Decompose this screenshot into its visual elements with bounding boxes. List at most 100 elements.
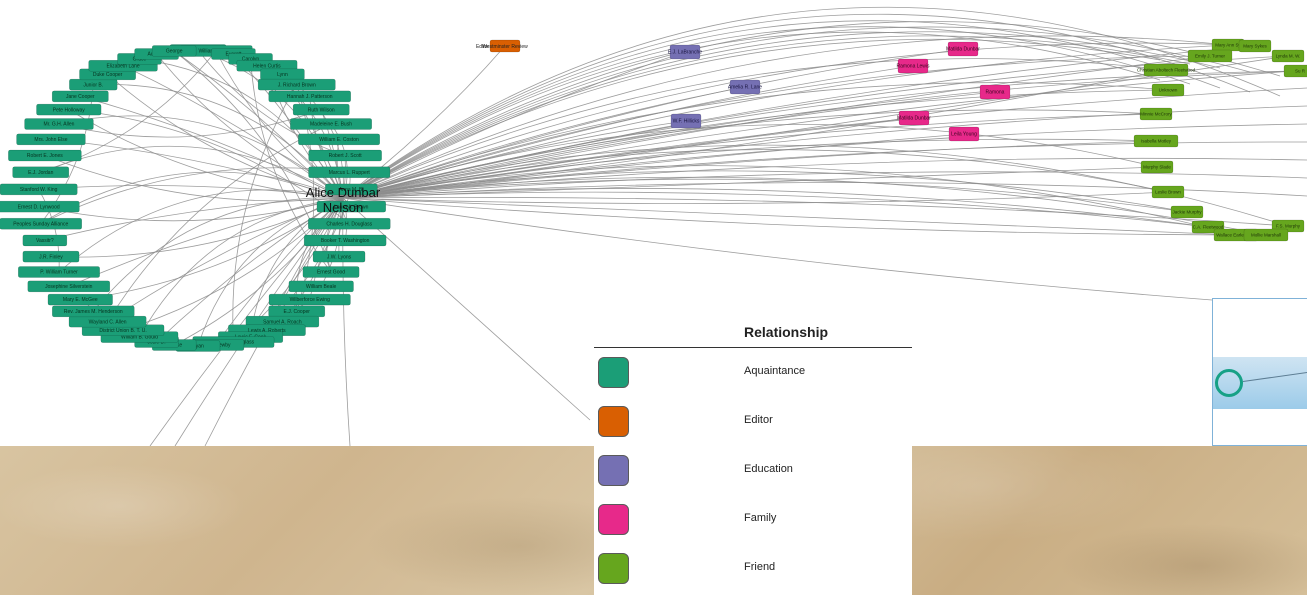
node-label: William E. Coston (319, 137, 359, 143)
friend-node[interactable]: Mollie Marshall (1243, 228, 1289, 242)
ring-node[interactable]: E.J. Jordan (12, 166, 70, 179)
ring-node[interactable]: J. Richard Brown (257, 78, 336, 91)
ring-node[interactable]: Laura A. Brown (316, 200, 386, 213)
friend-node[interactable]: Su R (1283, 64, 1307, 78)
long-arc-edge (342, 6, 1281, 199)
node-label: Su R (1295, 69, 1306, 74)
ring-node[interactable]: Marcus L. Ruppert (308, 166, 391, 179)
node-label: Jackie Murphy (1172, 210, 1202, 215)
friend-node[interactable]: Mary Sykes (1238, 39, 1272, 53)
long-arc-edge (342, 13, 1251, 199)
node-box (669, 44, 701, 60)
friend-node[interactable]: Minnie McCrory (1139, 107, 1172, 121)
legend-item-aquaintance: Aquaintance (598, 357, 908, 391)
ring-node[interactable]: Hannah J. Patterson (268, 90, 351, 103)
friend-edge (342, 191, 1209, 228)
ring-node[interactable]: Robert J. Scott (308, 149, 382, 162)
ring-node[interactable]: Junior B. (69, 78, 118, 91)
family-node[interactable]: Matilda Dunbar (897, 110, 931, 126)
friend-node[interactable]: Leslie Brown (1151, 185, 1185, 199)
node-box (729, 79, 761, 95)
ring-node[interactable]: William Beale (288, 280, 354, 293)
node-box (0, 217, 82, 230)
node-label: Wayland C. Allen (89, 319, 127, 325)
node-label: Junior B. (83, 82, 103, 88)
ring-node[interactable]: Peoples Sunday Alliance (0, 217, 82, 230)
family-node[interactable]: Leila Young (948, 126, 980, 142)
ring-node[interactable]: Madeleine E. Bush (290, 118, 372, 130)
ring-node[interactable]: Vassitr? (22, 234, 68, 247)
ring-node[interactable]: Ernest Good (302, 266, 360, 278)
legend-title: Relationship (744, 324, 829, 340)
ring-node[interactable]: George (151, 45, 197, 57)
ring-node[interactable]: Ernest D. Lynwood (0, 200, 80, 213)
node-box (290, 118, 372, 130)
ring-node[interactable]: Ruth Wilson (292, 103, 350, 116)
ring-edge (68, 197, 344, 287)
ring-node[interactable]: Mrs. John Else (16, 133, 86, 146)
family-node[interactable]: Ramona Lewis (896, 58, 930, 74)
node-label: Isabella Motley (1141, 139, 1172, 144)
node-box (670, 113, 702, 129)
thumbnail-preview[interactable] (1212, 298, 1307, 446)
ring-node[interactable]: Anna M. B. (325, 183, 378, 196)
node-box (303, 234, 387, 247)
node-box (312, 250, 366, 263)
ring-node[interactable]: Charles H. Douglass (308, 217, 391, 230)
node-box (257, 78, 336, 91)
ring-node[interactable]: J.R. Finley (22, 250, 80, 263)
ring-node[interactable]: Wilberforce Ewing (268, 293, 351, 306)
ring-node[interactable]: Jane Cooper (51, 90, 109, 103)
education-node[interactable]: E.J. LaBranche (668, 44, 702, 60)
node-label: J.R. Finley (39, 254, 63, 260)
ring-node[interactable]: Mr. G.H. Allen (24, 118, 94, 130)
friend-node[interactable]: Isabella Motley (1133, 134, 1179, 148)
editor-node[interactable] (489, 39, 521, 53)
friend-node[interactable]: Unknown (1151, 83, 1185, 97)
ring-edge (80, 197, 344, 300)
ring-node[interactable]: Josephine Silverstein (27, 280, 111, 293)
ring-node[interactable]: Robert E. Jones (8, 149, 82, 162)
friend-node[interactable]: Christian Aboltech Fleetwood (1137, 63, 1196, 77)
node-box (489, 39, 521, 53)
legend-label: Editor (744, 414, 773, 426)
ring-node[interactable]: Stanford W. King (0, 183, 78, 196)
node-box (51, 90, 109, 103)
aquaintance-swatch (598, 357, 629, 388)
education-swatch (598, 455, 629, 486)
ring-edge (173, 50, 344, 199)
node-box (268, 293, 351, 306)
node-label: Madeleine E. Bush (310, 122, 352, 128)
node-box (1151, 185, 1185, 199)
right-exit-edge (342, 87, 1307, 199)
ring-node[interactable]: P. William Turner (18, 266, 100, 278)
ring-node[interactable]: Lynn (260, 68, 305, 81)
node-box (151, 45, 197, 57)
family-node[interactable]: Ramona (979, 84, 1011, 100)
node-label: Robert E. Jones (27, 153, 63, 159)
ring-node[interactable]: J.W. Lyons (312, 250, 366, 263)
friend-edge (342, 42, 1256, 199)
family-node[interactable]: Matilda Dunbar (946, 41, 980, 57)
ring-node[interactable]: Pete Holloway (36, 103, 102, 116)
ring-node[interactable]: E.J. Cooper (268, 305, 326, 318)
friend-node[interactable]: Lynda M. W. (1271, 49, 1305, 63)
ring-node[interactable]: Mary E. McGee (47, 293, 113, 306)
friend-node[interactable]: Murphy Slade (1140, 160, 1174, 174)
legend-edge (342, 197, 591, 421)
ring-node[interactable]: Rev. James M. Henderson (52, 305, 135, 318)
friend-node[interactable]: Emily J. Turner (1187, 49, 1233, 63)
ring-node[interactable]: Wayland C. Allen (68, 315, 147, 328)
friend-edge (342, 70, 1301, 199)
ring-node[interactable]: Booker T. Washington (303, 234, 387, 247)
education-node[interactable]: Amelia R. Lane (728, 79, 762, 95)
offpage-edge (149, 197, 344, 447)
legend-item-family: Family (598, 504, 908, 538)
node-box (1243, 228, 1289, 242)
ring-node[interactable]: William E. Coston (298, 133, 380, 146)
ring-chord-edge (107, 123, 332, 322)
education-node[interactable]: W.F. Hillicks (670, 113, 702, 129)
friend-node[interactable]: Jackie Murphy (1170, 205, 1204, 219)
node-label: Lynn (277, 72, 288, 78)
ring-edge (122, 65, 344, 199)
